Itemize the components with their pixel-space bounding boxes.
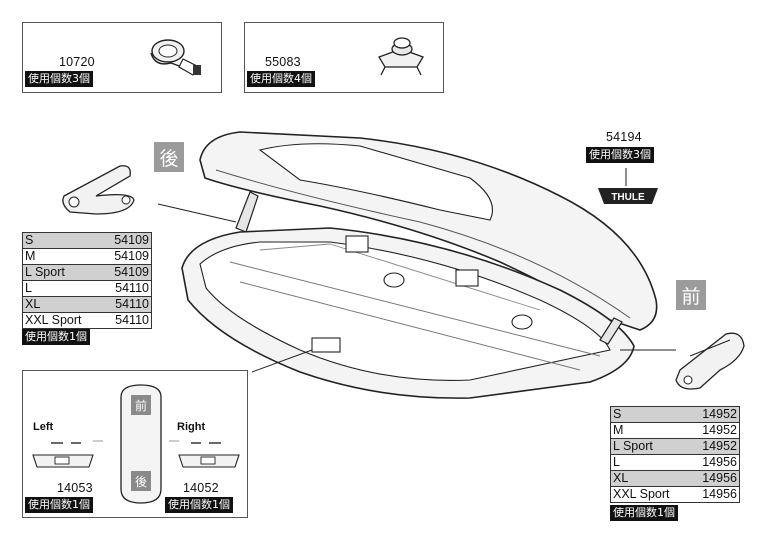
lock-panel-drawing	[32, 384, 240, 504]
front-handle-part-icon	[675, 332, 745, 390]
part-box-55083: 55083 使用個数4個	[244, 22, 444, 93]
left-label: Left	[33, 421, 54, 433]
left-lock-icon	[32, 442, 94, 468]
part-number-55083: 55083	[265, 55, 301, 69]
rear-hinge-part-icon	[62, 165, 135, 215]
right-quantity: 使用個数1個	[165, 497, 233, 513]
rear-label: 後	[154, 142, 184, 172]
hinge-quantity: 使用個数1個	[22, 329, 90, 345]
part-box-10720: 10720 使用個数3個	[22, 22, 222, 93]
thule-logo-text: THULE	[611, 192, 645, 203]
left-quantity: 使用個数1個	[25, 497, 93, 513]
front-quantity: 使用個数1個	[610, 505, 678, 521]
quantity-10720: 使用個数3個	[25, 71, 93, 87]
part-number-14052: 14052	[183, 481, 219, 495]
front-label: 前	[676, 280, 706, 310]
lock-panel: 前 後 Left Right 14053 14052 使用個数1個 使用個数1個	[22, 370, 248, 518]
strap-icon	[150, 39, 201, 76]
part-number-54194: 54194	[606, 130, 642, 144]
part-number-14053: 14053	[57, 481, 93, 495]
mount-knob-icon	[378, 37, 424, 76]
thule-badge-icon	[598, 188, 658, 204]
front-mark: 前	[135, 399, 148, 413]
quantity-55083: 使用個数4個	[247, 71, 315, 87]
right-label: Right	[177, 421, 206, 433]
quantity-54194: 使用個数3個	[586, 147, 654, 163]
rear-mark: 後	[135, 475, 148, 489]
right-lock-icon	[178, 442, 240, 468]
part-number-10720: 10720	[59, 55, 95, 69]
